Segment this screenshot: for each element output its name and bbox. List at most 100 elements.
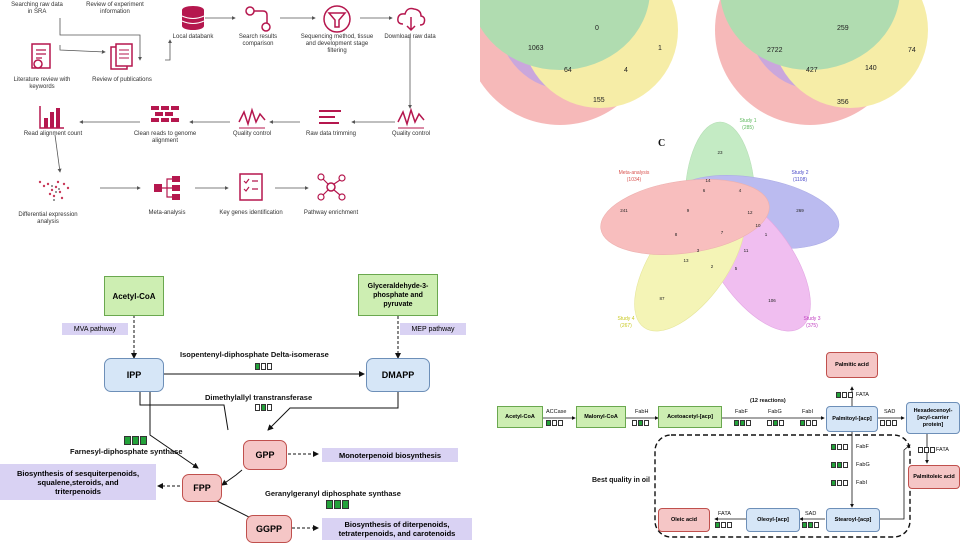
dmapp-node: DMAPP [366, 358, 430, 392]
database-icon [181, 6, 205, 30]
step-label: Download raw data [384, 34, 436, 40]
expression-square [721, 522, 726, 528]
venn-number: 7 [721, 230, 724, 235]
expression-square [808, 522, 813, 528]
fabi-vert-label: FabI [856, 480, 868, 486]
venn-study2-set [670, 175, 840, 249]
filter-icon [323, 5, 351, 33]
mep-pathway-label: MEP pathway [400, 323, 466, 335]
step-label: Key genes identification [219, 210, 283, 216]
fabg-expression [767, 420, 784, 426]
expression-square [837, 444, 842, 450]
reactions-label: (12 reactions) [750, 398, 786, 404]
sad-top-expression [880, 420, 897, 426]
expression-square [930, 447, 935, 453]
step-label: Sequencing method, tissue and developmen… [300, 34, 374, 54]
venn-set-count: (1108) [793, 177, 807, 183]
expression-square [558, 420, 563, 426]
venn-number: 241 [620, 208, 628, 213]
venn-number: 13 [683, 258, 689, 263]
ggpp-node: GGPP [246, 515, 292, 543]
hexadecenoyl-node: Hexadecenoyl- [acyl-carrier protein] [906, 402, 960, 434]
venn-set-count: (1034) [627, 177, 642, 183]
fabh-expression [632, 420, 649, 426]
expression-square [124, 436, 131, 445]
best-quality-label: Best quality in oil [592, 477, 650, 484]
venn-study3-set [699, 192, 811, 332]
workflow-compare-icon [245, 6, 271, 32]
isomerase-label: Isopentenyl-diphosphate Delta-isomerase [180, 350, 329, 359]
fata-bottom-expression [715, 522, 732, 528]
venn-number: 87 [659, 296, 665, 301]
fpp-node: FPP [182, 474, 222, 502]
venn-number: 1063 [528, 45, 544, 52]
network-icon [317, 173, 346, 201]
expression-square [638, 420, 643, 426]
fata-label: FATA [936, 447, 949, 453]
venn-set-name: Study 4 [618, 316, 635, 322]
expression-square [734, 420, 739, 426]
mva-pathway-label: MVA pathway [62, 323, 128, 335]
stearoyl-node: Stearoyl-[acp] [826, 508, 880, 532]
fabi-vert-expression [831, 480, 848, 486]
expression-square [767, 420, 772, 426]
expression-square [255, 363, 260, 370]
documents-icon [110, 43, 133, 70]
fata-label: FATA [718, 511, 731, 517]
expression-square [843, 480, 848, 486]
accase-expression [546, 420, 563, 426]
venn-number: 1 [765, 232, 768, 237]
step-label: Read alignment count [23, 131, 83, 137]
venn-set-name: Study 1 [740, 118, 757, 124]
ipp-node: IPP [104, 358, 164, 392]
geranylgeranyl-expression [326, 500, 349, 509]
cloud-download-icon [397, 7, 426, 32]
expression-square [812, 420, 817, 426]
expression-square [334, 500, 341, 509]
step-label: Review of experiment information [86, 2, 144, 15]
oleic-acid-node: Oleic acid [658, 508, 710, 532]
venn-number: 4 [739, 188, 742, 193]
venn-set-name: Meta-analysis [619, 170, 650, 176]
expression-square [831, 444, 836, 450]
expression-square [773, 420, 778, 426]
expression-square [880, 420, 885, 426]
malonyl-coa-node: Malonyl-CoA [576, 406, 626, 428]
farnesyl-expression [124, 436, 147, 445]
workflow-panel: Searching raw data in SRA Review of expe… [0, 0, 480, 250]
expression-square [831, 480, 836, 486]
bar-chart-icon [39, 106, 64, 129]
expression-square [837, 462, 842, 468]
venn-number: 11 [744, 248, 749, 253]
expression-square [727, 522, 732, 528]
fabf-vert-label: FabF [856, 444, 869, 450]
dimethylallyl-label: Dimethylallyl transtransferase [205, 393, 313, 402]
sad-label: SAD [805, 511, 817, 517]
quality-wave-icon [397, 107, 425, 129]
fata-right-expression [918, 447, 935, 453]
brick-wall-icon [151, 106, 179, 122]
venn-number: 9 [687, 208, 690, 213]
expression-square [843, 444, 848, 450]
venn-number: 2 [711, 264, 714, 269]
expression-square [779, 420, 784, 426]
expression-square [644, 420, 649, 426]
checklist-icon [239, 173, 263, 201]
venn-study4-set [634, 192, 746, 332]
venn-set-name: Study 2 [792, 170, 809, 176]
venn-number: 4 [624, 67, 628, 74]
step-label: Differential expression analysis [18, 212, 78, 225]
expression-square [552, 420, 557, 426]
step-label: Local databank [172, 34, 214, 40]
fabi-label: FabI [802, 409, 814, 415]
terpenoid-arrows [131, 315, 401, 531]
step-label: Pathway enrichment [303, 210, 359, 216]
fabf-label: FabF [735, 409, 748, 415]
monoterpenoid-label: Monoterpenoid biosynthesis [322, 448, 458, 462]
expression-square [140, 436, 147, 445]
venn-number: 3 [697, 248, 700, 253]
sesquiterpenoid-label: Biosynthesis of sesquiterpenoids, squale… [0, 464, 156, 500]
venn-number: 155 [593, 97, 605, 104]
expression-square [814, 522, 819, 528]
expression-square [842, 392, 847, 398]
